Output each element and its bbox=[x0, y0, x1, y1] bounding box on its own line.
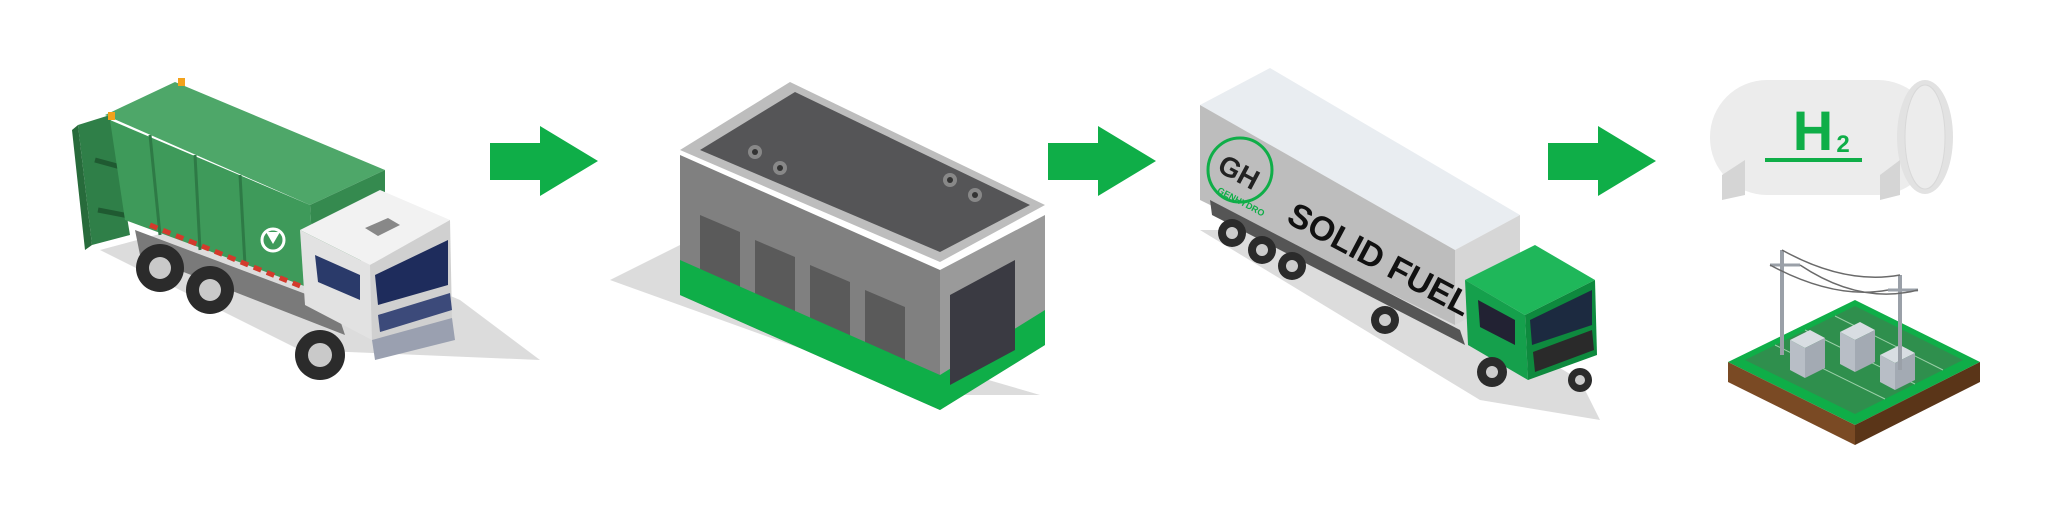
tank-h-symbol: H bbox=[1793, 99, 1833, 162]
garbage-truck-icon bbox=[72, 78, 540, 380]
flow-arrow-2 bbox=[1048, 126, 1156, 196]
power-substation-icon bbox=[1728, 249, 1980, 445]
hydrogen-tank-icon: H 2 bbox=[1710, 80, 1953, 200]
processing-plant-icon bbox=[610, 82, 1045, 410]
flow-arrow-1 bbox=[490, 126, 598, 196]
tank-subscript-2: 2 bbox=[1836, 131, 1849, 158]
flow-arrow-3 bbox=[1548, 126, 1656, 196]
fuel-truck-icon: GH GENHYDRO SOLID FUEL bbox=[1200, 68, 1600, 420]
genhydro-logo-icon bbox=[1206, 136, 1274, 204]
